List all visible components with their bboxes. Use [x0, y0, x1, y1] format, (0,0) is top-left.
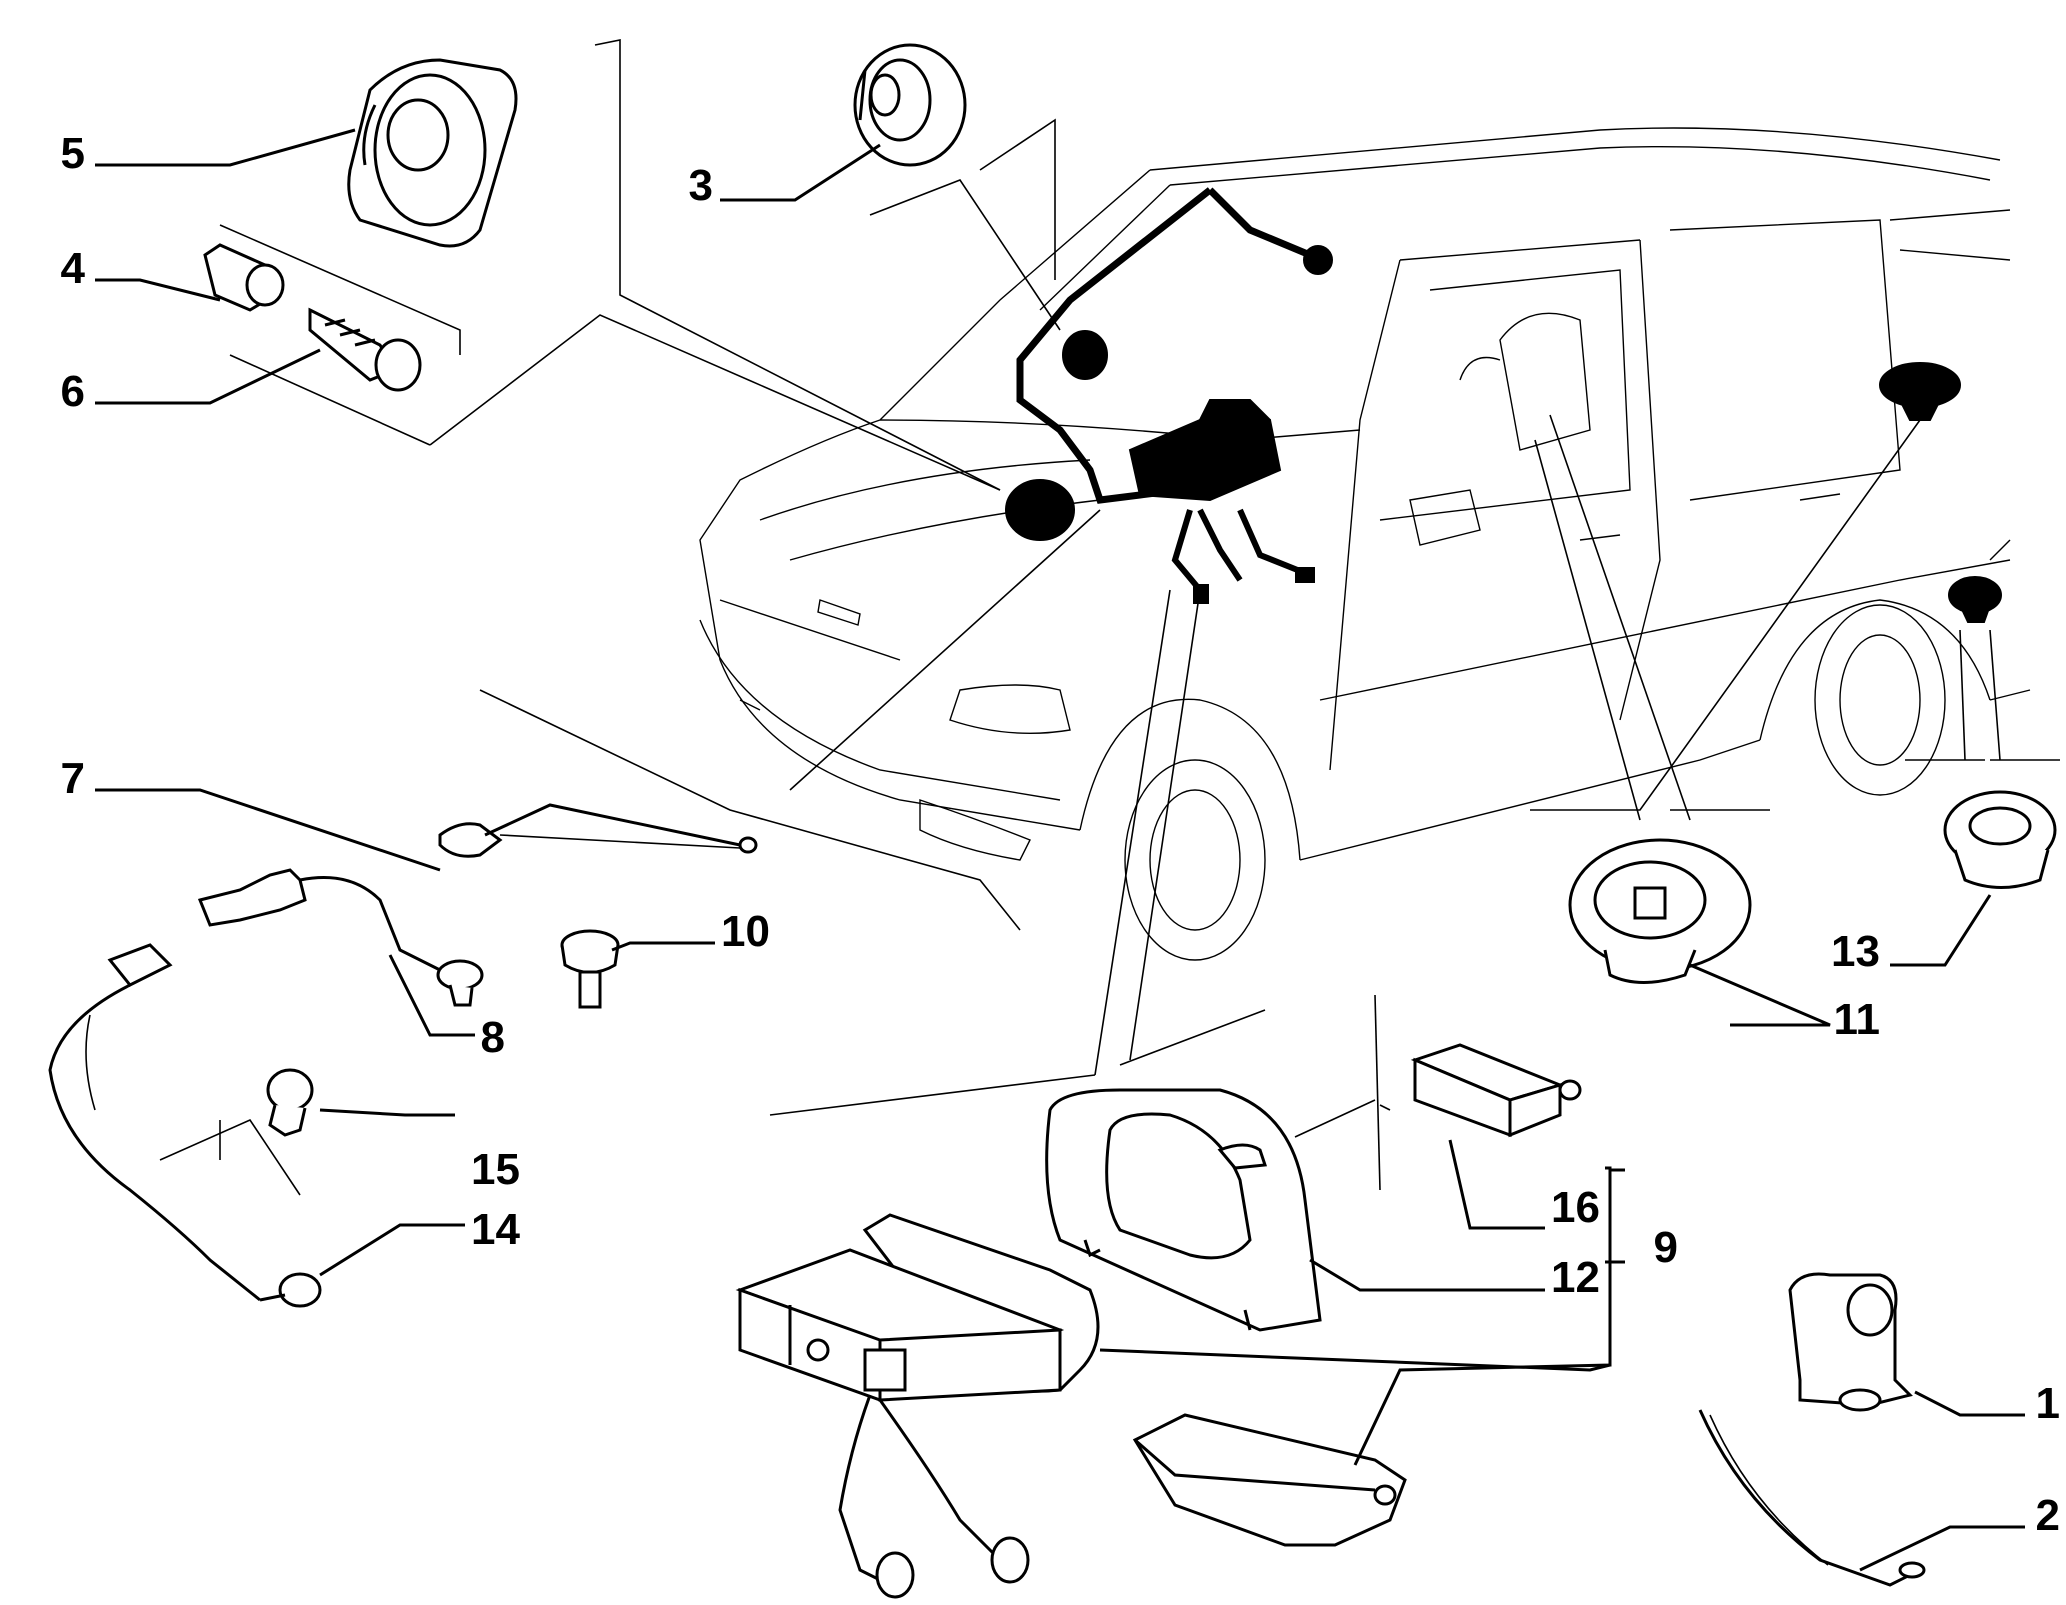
callout-12: 12 [1551, 1253, 1600, 1302]
callout-3: 3 [689, 161, 713, 210]
cable-tie [1698, 1409, 1926, 1587]
amplifier-module [1410, 1043, 1582, 1138]
radio-housing-cover [1132, 1413, 1407, 1547]
speaker-mounting-frame [347, 58, 518, 248]
callout-2: 2 [2036, 1491, 2060, 1540]
callout-9: 9 [1654, 1223, 1678, 1272]
radio-mounting-frame [1045, 1088, 1322, 1332]
callout-labels: 1 2 3 4 5 6 7 8 9 10 11 12 13 14 15 16 [61, 129, 2060, 1540]
callout-7: 7 [61, 754, 85, 803]
screw-part [308, 307, 422, 392]
mounting-bush [560, 929, 620, 1009]
callout-13: 13 [1831, 927, 1880, 976]
callout-1: 1 [2036, 1379, 2060, 1428]
callout-10: 10 [721, 907, 770, 956]
rear-speaker-cover [1943, 790, 2057, 889]
clip-part [203, 243, 285, 312]
callout-14: 14 [471, 1205, 520, 1254]
callout-16: 16 [1551, 1183, 1600, 1232]
antenna-lead [197, 868, 484, 1007]
explosion-guide-lines [159, 39, 2060, 1196]
callout-11: 11 [1833, 995, 1880, 1044]
door-speaker [1568, 838, 1752, 984]
car-radio-unit [735, 1213, 1100, 1599]
main-wiring-harness [1005, 187, 2002, 623]
grommet-clip [266, 1068, 314, 1137]
tweeter-speaker [853, 43, 967, 167]
callout-15: 15 [471, 1145, 520, 1194]
car-outline [699, 127, 2031, 961]
callout-6: 6 [61, 367, 85, 416]
callout-8: 8 [481, 1013, 505, 1062]
antenna-cable [438, 803, 758, 858]
leader-lines [95, 128, 2025, 1572]
callout-5: 5 [61, 129, 85, 178]
cable-clip [1788, 1272, 1913, 1412]
antenna-extension-cable [48, 943, 322, 1308]
callout-4: 4 [61, 244, 86, 293]
